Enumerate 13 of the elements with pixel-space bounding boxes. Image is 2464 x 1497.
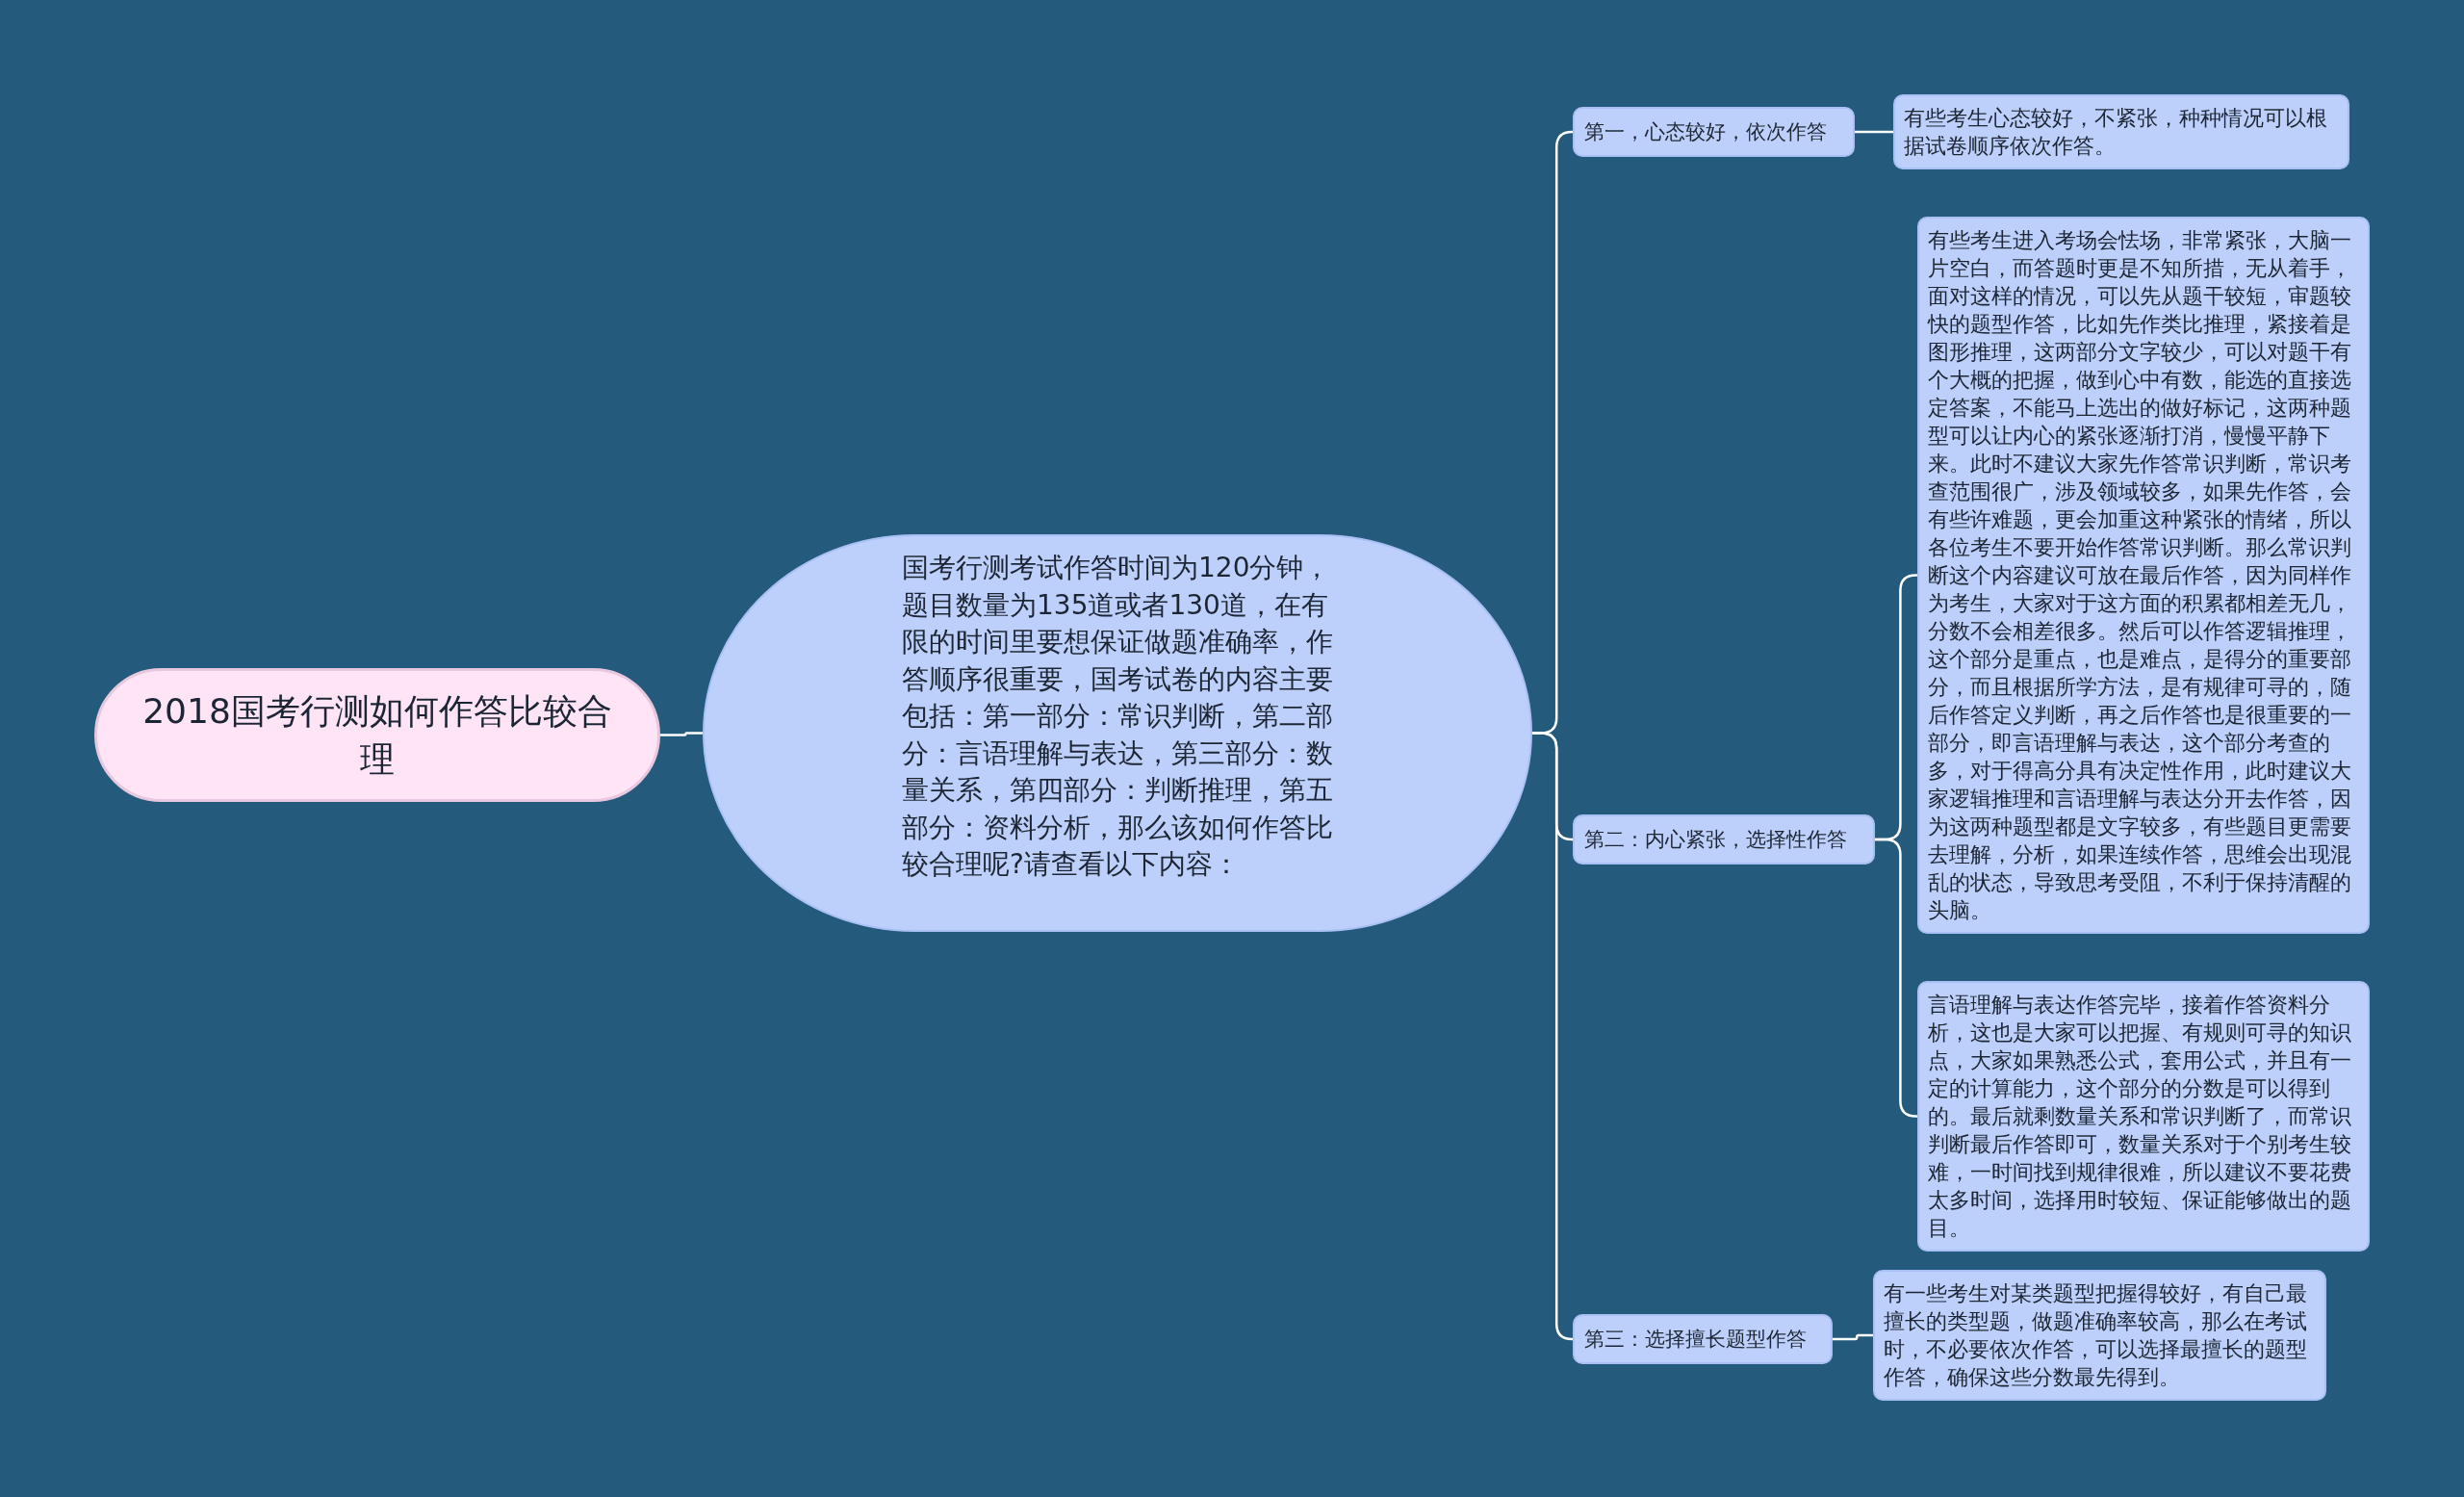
- connector-line: [1532, 732, 1574, 1341]
- connector-line: [1855, 130, 1893, 134]
- note-box: 言语理解与表达作答完毕，接着作答资料分析，这也是大家可以把握、有规则可寻的知识点，大家如果熟悉公式，套用公式，并且有一定的计算能力，这个部分的分数是可以得到的。最后就剩数量关系和常识判断了，而常识判断最后作答即可，数量关系对于个别考生较难，一时间找到规律很难，所以建议不要花费太多时间，选择用时较短、保证能够做出的题目。: [1917, 981, 2370, 1252]
- connector-line: [1833, 1333, 1873, 1341]
- note-box: 有些考生进入考场会怯场，非常紧张，大脑一片空白，而答题时更是不知所措，无从着手，面对这样的情况，可以先从题干较短，审题较快的题型作答，比如先作类比推理，紧接着是图形推理，这两部分文字较少，可以对题干有个大概的把握，做到心中有数，能选的直接选定答案，不能马上选出的做好标记，这两种题型可以让内心的紧张逐渐打消，慢慢平静下来。此时不建议大家先作答常识判断，常识考查范围很广，涉及领域较多，如果先作答，会有些许难题，更会加重这种紧张的情绪，所以各位考生不要开始作答常识判断。那么常识判断这个内容建议可放在最后作答，因为同样作为考生，大家对于这方面的积累都相差无几，分数不会相差很多。然后可以作答逻辑推理，这个部分是重点，也是难点，是得分的重要部分，而且根据所学方法，是有规律可寻的，随后作答定义判断，再之后作答也是很重要的一部分，即言语理解与表达，这个部分考查的多，对于得高分具有决定性作用，此时建议大家逻辑推理和言语理解与表达分开去作答，因为这两种题型都是文字较多，有些题目更需要去理解，分析，如果连续作答，思维会出现混乱的状态，导致思考受阻，不利于保持清醒的头脑。: [1917, 217, 2370, 934]
- branch-box: 第一，心态较好，依次作答: [1573, 107, 1855, 157]
- branch-box: 第二：内心紧张，选择性作答: [1573, 814, 1875, 865]
- note-box: 有一些考生对某类题型把握得较好，有自己最擅长的类型题，做题准确率较高，那么在考试时，不必要依次作答，可以选择最擅长的题型作答，确保这些分数最先得到。: [1873, 1270, 2326, 1401]
- summary-box: 国考行测考试作答时间为120分钟，题目数量为135道或者130道，在有限的时间里要想保证做题准确率，作答顺序很重要，国考试卷的内容主要包括：第一部分：常识判断，第二部分：言语理解与表达，第三部分：数量关系，第四部分：判断推理，第五部分：资料分析，那么该如何作答比较合理呢?请查看以下内容：: [703, 534, 1532, 932]
- topic-box: 2018国考行测如何作答比较合理: [94, 668, 660, 802]
- connector-line: [660, 732, 703, 736]
- branch-box: 第三：选择擅长题型作答: [1573, 1314, 1833, 1364]
- note-box: 有些考生心态较好，不紧张，种种情况可以根据试卷顺序依次作答。: [1893, 94, 2349, 169]
